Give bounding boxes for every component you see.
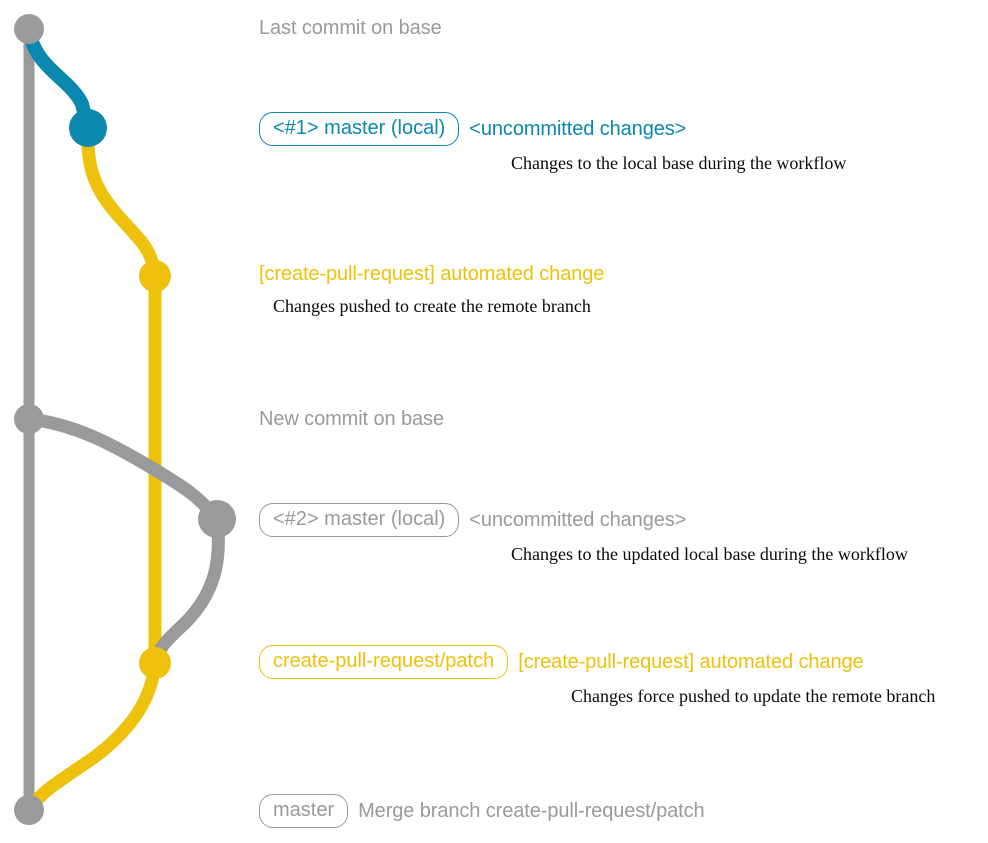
commit-node-base-new[interactable] bbox=[14, 404, 44, 434]
entry-subtext: Changes to the updated local base during… bbox=[511, 544, 908, 564]
commit-node-local-1[interactable] bbox=[69, 109, 107, 147]
entry-last-commit-on-base: Last commit on base bbox=[259, 16, 442, 40]
branch-pill-local-2[interactable]: <#2> master (local) bbox=[259, 503, 460, 537]
entry-new-commit-on-base: New commit on base bbox=[259, 407, 444, 431]
edge-local-2-to-remote-2 bbox=[148, 512, 225, 670]
entry-subtext: Changes to the local base during the wor… bbox=[511, 153, 847, 173]
branch-pill-master[interactable]: master bbox=[259, 794, 349, 828]
entry-subtext: Changes pushed to create the remote bran… bbox=[273, 296, 591, 316]
entry-row: create-pull-request/patch [create-pull-r… bbox=[259, 645, 935, 679]
entry-row: <#1> master (local) <uncommitted changes… bbox=[259, 112, 846, 146]
entry-local-1: <#1> master (local) <uncommitted changes… bbox=[259, 112, 846, 174]
entry-remote-2: create-pull-request/patch [create-pull-r… bbox=[259, 645, 935, 707]
edge-local-1-to-remote-1 bbox=[81, 121, 162, 283]
commit-node-remote-1[interactable] bbox=[139, 260, 171, 292]
commit-node-local-2[interactable] bbox=[198, 500, 236, 538]
entry-headline: <uncommitted changes> bbox=[469, 118, 687, 140]
entry-headline: [create-pull-request] automated change bbox=[259, 263, 605, 285]
entry-local-2: <#2> master (local) <uncommitted changes… bbox=[259, 503, 908, 565]
entry-subtext: Changes force pushed to update the remot… bbox=[571, 686, 936, 706]
entry-headline: Last commit on base bbox=[259, 17, 442, 39]
commit-node-remote-2[interactable] bbox=[139, 647, 171, 679]
commit-node-base-last[interactable] bbox=[14, 14, 44, 44]
branch-pill-local-1[interactable]: <#1> master (local) bbox=[259, 112, 460, 146]
entry-row: master Merge branch create-pull-request/… bbox=[259, 794, 705, 828]
entry-remote-1: [create-pull-request] automated change C… bbox=[259, 262, 604, 317]
edge-base-new-to-local-2 bbox=[22, 412, 224, 526]
entry-merge: master Merge branch create-pull-request/… bbox=[259, 794, 705, 828]
entry-row: <#2> master (local) <uncommitted changes… bbox=[259, 503, 908, 537]
commit-node-base-merge[interactable] bbox=[14, 795, 44, 825]
entry-headline: Merge branch create-pull-request/patch bbox=[358, 800, 705, 822]
entry-headline: [create-pull-request] automated change bbox=[518, 651, 864, 673]
entry-headline: New commit on base bbox=[259, 408, 444, 430]
entry-headline: <uncommitted changes> bbox=[469, 509, 687, 531]
edge-remote-2-to-merge bbox=[22, 656, 162, 817]
branch-pill-remote-2[interactable]: create-pull-request/patch bbox=[259, 645, 509, 679]
